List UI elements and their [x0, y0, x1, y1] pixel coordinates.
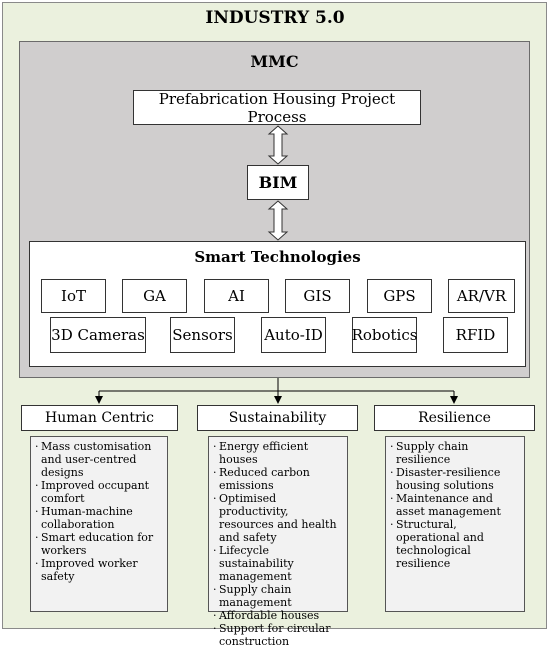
- tech-gps: GPS: [367, 279, 432, 313]
- resilience-list: Supply chain resilience Disaster-resilie…: [385, 436, 525, 612]
- mmc-title: MMC: [250, 52, 299, 71]
- diagram: INDUSTRY 5.0 MMC Prefabrication Housing …: [0, 0, 550, 631]
- double-arrow-process-bim: [267, 125, 289, 165]
- list-item: Supply chain resilience: [390, 440, 520, 466]
- list-item: Energy efficient houses: [213, 440, 343, 466]
- list-item: Supply chain management: [213, 583, 343, 609]
- tech-gis: GIS: [285, 279, 350, 313]
- list-item: Mass customisation and user-centred desi…: [35, 440, 163, 479]
- list-item: Human-machine collaboration: [35, 505, 163, 531]
- bim-box: BIM: [247, 165, 309, 200]
- list-item: Improved occupant comfort: [35, 479, 163, 505]
- tech-sensors: Sensors: [170, 317, 235, 353]
- category-sustainability: Sustainability: [197, 405, 358, 431]
- list-item: Support for circular construction: [213, 622, 343, 648]
- diagram-title: INDUSTRY 5.0: [205, 8, 345, 28]
- list-item: Lifecycle sustainability management: [213, 544, 343, 583]
- connector-lines: [95, 125, 458, 404]
- list-item: Structural, operational and technologica…: [390, 518, 520, 570]
- tech-3d-cameras: 3D Cameras: [50, 317, 146, 353]
- tech-rfid: RFID: [443, 317, 508, 353]
- list-item: Affordable houses: [213, 609, 343, 622]
- category-human-centric: Human Centric: [21, 405, 178, 431]
- tech-robotics: Robotics: [352, 317, 417, 353]
- category-resilience: Resilience: [374, 405, 535, 431]
- tech-ga: GA: [122, 279, 187, 313]
- double-arrow-bim-smart: [267, 200, 289, 241]
- tech-auto-id: Auto-ID: [261, 317, 326, 353]
- list-item: Reduced carbon emissions: [213, 466, 343, 492]
- human-centric-list: Mass customisation and user-centred desi…: [30, 436, 168, 612]
- smart-technologies-title: Smart Technologies: [194, 248, 361, 266]
- tech-ar-vr: AR/VR: [448, 279, 515, 313]
- sustainability-list: Energy efficient houses Reduced carbon e…: [208, 436, 348, 648]
- list-item: Smart education for workers: [35, 531, 163, 557]
- list-item: Maintenance and asset management: [390, 492, 520, 518]
- tech-ai: AI: [204, 279, 269, 313]
- list-item: Improved worker safety: [35, 557, 163, 583]
- process-box: Prefabrication Housing Project Process: [133, 90, 421, 126]
- list-item: Disaster-resilience housing solutions: [390, 466, 520, 492]
- tech-iot: IoT: [41, 279, 106, 313]
- list-item: Optimised productivity, resources and he…: [213, 492, 343, 544]
